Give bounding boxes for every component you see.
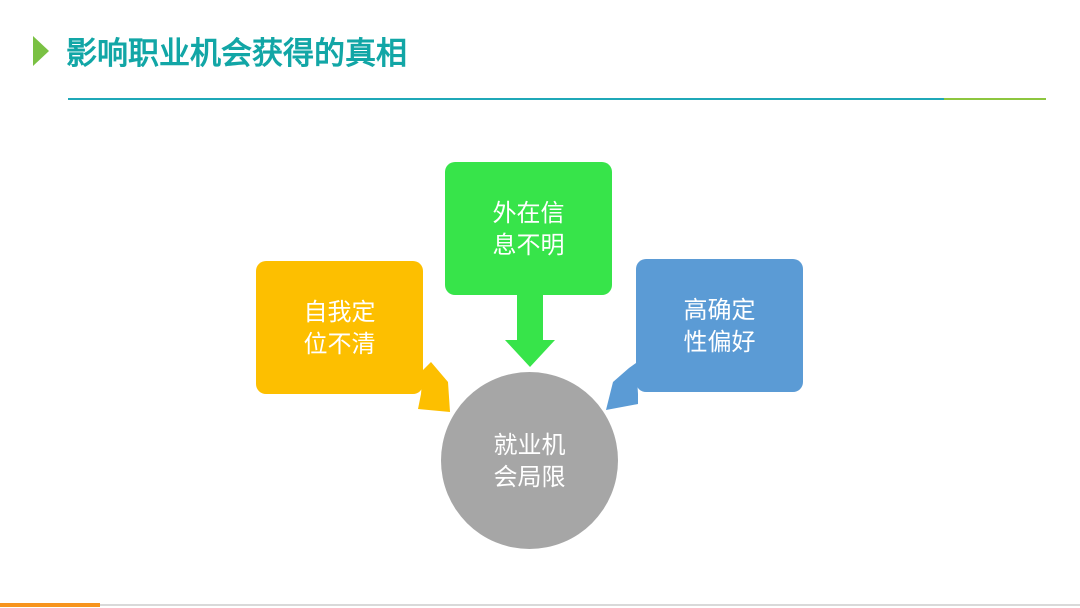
center-label: 就业机会局限	[493, 430, 566, 491]
factor-label-left: 自我定位不清	[303, 297, 376, 358]
title-marker-triangle-icon	[33, 36, 49, 66]
factor-label-top: 外在信息不明	[492, 198, 565, 259]
footer-line	[0, 604, 1080, 606]
footer-accent	[0, 603, 100, 607]
center-circle-limited-opportunities: 就业机会局限	[441, 372, 618, 549]
slide-title: 影响职业机会获得的真相	[66, 36, 407, 72]
factor-box-certainty-preference: 高确定性偏好	[636, 259, 803, 392]
arrow-left-to-center	[418, 362, 450, 412]
arrow-right-to-center	[606, 363, 638, 410]
factor-box-external-information: 外在信息不明	[445, 162, 612, 295]
arrow-top-to-center	[505, 295, 555, 367]
title-divider-teal	[68, 98, 944, 100]
factor-label-right: 高确定性偏好	[683, 295, 756, 356]
title-divider-green	[944, 98, 1046, 100]
factor-box-self-positioning: 自我定位不清	[256, 261, 423, 394]
